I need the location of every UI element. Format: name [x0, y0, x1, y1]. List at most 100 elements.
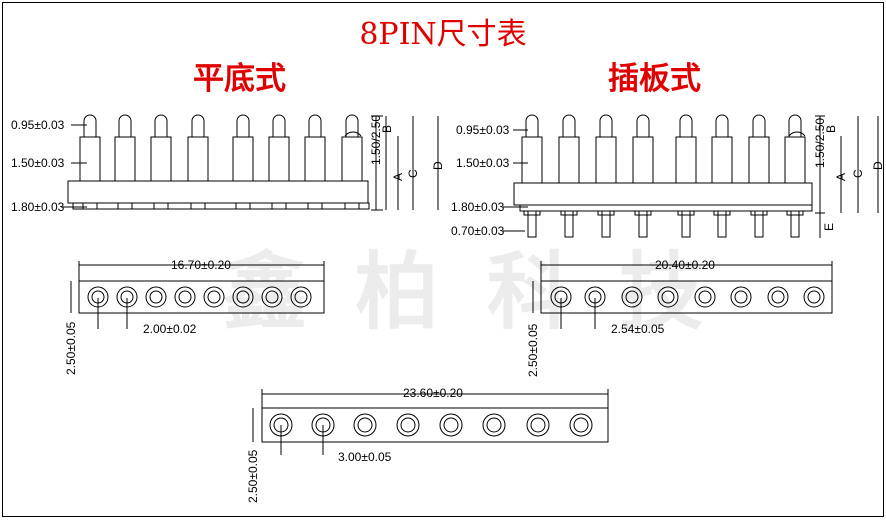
pin-hole-inner: [661, 290, 675, 304]
insert-a-label: A: [834, 173, 848, 181]
top-view-3-body: [261, 407, 609, 443]
top-view-2-holes: [550, 286, 825, 308]
top-view-2-length: 20.40±0.20: [655, 258, 715, 272]
flat-d-label: D: [431, 161, 445, 170]
pin: [268, 114, 290, 210]
pin-hole: [584, 286, 606, 308]
pin-hole: [174, 286, 196, 308]
top-view-1-pitch: 2.00±0.02: [143, 322, 197, 336]
pin-hole-inner: [207, 290, 221, 304]
pin-hole: [311, 413, 335, 437]
insert-type-label: 插板式: [608, 61, 701, 97]
pin: [711, 114, 733, 238]
flat-c-label: C: [406, 169, 420, 178]
pin-hole-inner: [273, 417, 289, 433]
insert-tail-dim: 0.70±0.03: [451, 224, 505, 238]
pin-hole-inner: [625, 290, 639, 304]
insert-body-dim: 1.50±0.03: [456, 156, 510, 170]
pin: [150, 114, 172, 210]
pin-hole: [232, 286, 254, 308]
pin-hole-inner: [771, 290, 785, 304]
pin-hole-inner: [588, 290, 602, 304]
pin-hole-inner: [698, 290, 712, 304]
flat-base-dim: 1.80±0.03: [11, 200, 65, 214]
top-view-1-length: 16.70±0.20: [171, 258, 231, 272]
top-view-1-holes: [87, 286, 312, 308]
top-view-3-pitch: 3.00±0.05: [338, 450, 392, 464]
pin-hole: [767, 286, 789, 308]
top-view-2-pitch: 2.54±0.05: [611, 322, 665, 336]
pin-hole-inner: [530, 417, 546, 433]
pin: [232, 114, 254, 210]
pin-hole-inner: [734, 290, 748, 304]
insert-pin-row: [521, 114, 806, 238]
pin: [521, 114, 543, 238]
pin: [675, 114, 697, 238]
pin-hole-inner: [357, 417, 373, 433]
pin-hole-inner: [486, 417, 502, 433]
pin-hole-inner: [236, 290, 250, 304]
flat-base-block: [67, 180, 369, 204]
technical-drawing: 0.95±0.03 1.50±0.03 1.80±0.03 1.50/2.50 …: [11, 114, 883, 503]
flat-top-dim: 1.50/2.50: [369, 115, 383, 165]
flat-type-label: 平底式: [193, 61, 286, 97]
pin-hole: [290, 286, 312, 308]
pin-hole-inner: [807, 290, 821, 304]
pin-hole: [621, 286, 643, 308]
top-view-3-width: 2.50±0.05: [246, 449, 260, 503]
pin-hole: [145, 286, 167, 308]
pin-hole-inner: [265, 290, 279, 304]
pin-hole: [526, 413, 550, 437]
pin-hole: [730, 286, 752, 308]
pin-hole-inner: [573, 417, 589, 433]
pin-hole: [261, 286, 283, 308]
top-view-2-width: 2.50±0.05: [526, 323, 540, 377]
top-view-3-length: 23.60±0.20: [403, 386, 463, 400]
pin-hole-inner: [400, 417, 416, 433]
pin-hole: [657, 286, 679, 308]
insert-b-label: B: [824, 125, 838, 133]
pin-hole-inner: [120, 290, 134, 304]
top-view-2-body: [540, 280, 833, 314]
flat-b-label: B: [380, 125, 394, 133]
insert-head-dim: 0.95±0.03: [456, 123, 510, 137]
insert-d-label: D: [871, 161, 883, 170]
flat-a-label: A: [391, 173, 405, 181]
pin: [187, 114, 209, 210]
pin-hole: [569, 413, 593, 437]
pin-hole: [203, 286, 225, 308]
pin: [632, 114, 654, 238]
insert-base-plate: [519, 204, 813, 212]
flat-body-dim: 1.50±0.03: [11, 156, 65, 170]
pin-hole: [482, 413, 506, 437]
drawing-title: 8PIN尺寸表: [359, 17, 527, 52]
flat-head-dim: 0.95±0.03: [11, 118, 65, 132]
insert-base-dim: 1.80±0.03: [451, 200, 505, 214]
pin-hole-inner: [315, 417, 331, 433]
insert-e-label: E: [822, 223, 836, 231]
top-view-1-body: [78, 280, 325, 314]
pin-hole-inner: [178, 290, 192, 304]
pin-hole-inner: [149, 290, 163, 304]
pin: [304, 114, 326, 210]
pin-hole: [87, 286, 109, 308]
flat-pin-row: [79, 114, 363, 210]
top-view-3-holes: [269, 413, 593, 437]
insert-base-block: [513, 182, 813, 206]
pin-hole-inner: [554, 290, 568, 304]
pin-hole-inner: [443, 417, 459, 433]
pin-hole-inner: [294, 290, 308, 304]
insert-top-dim: 1.50/2.50: [813, 118, 827, 168]
pin-hole: [803, 286, 825, 308]
pin-hole: [439, 413, 463, 437]
pin: [748, 114, 770, 238]
pin: [558, 114, 580, 238]
pin-hole: [694, 286, 716, 308]
pin-hole: [269, 413, 293, 437]
pin-hole: [116, 286, 138, 308]
pin: [595, 114, 617, 238]
flat-base-plate: [72, 202, 370, 210]
pin: [341, 114, 363, 210]
pin-hole-inner: [91, 290, 105, 304]
